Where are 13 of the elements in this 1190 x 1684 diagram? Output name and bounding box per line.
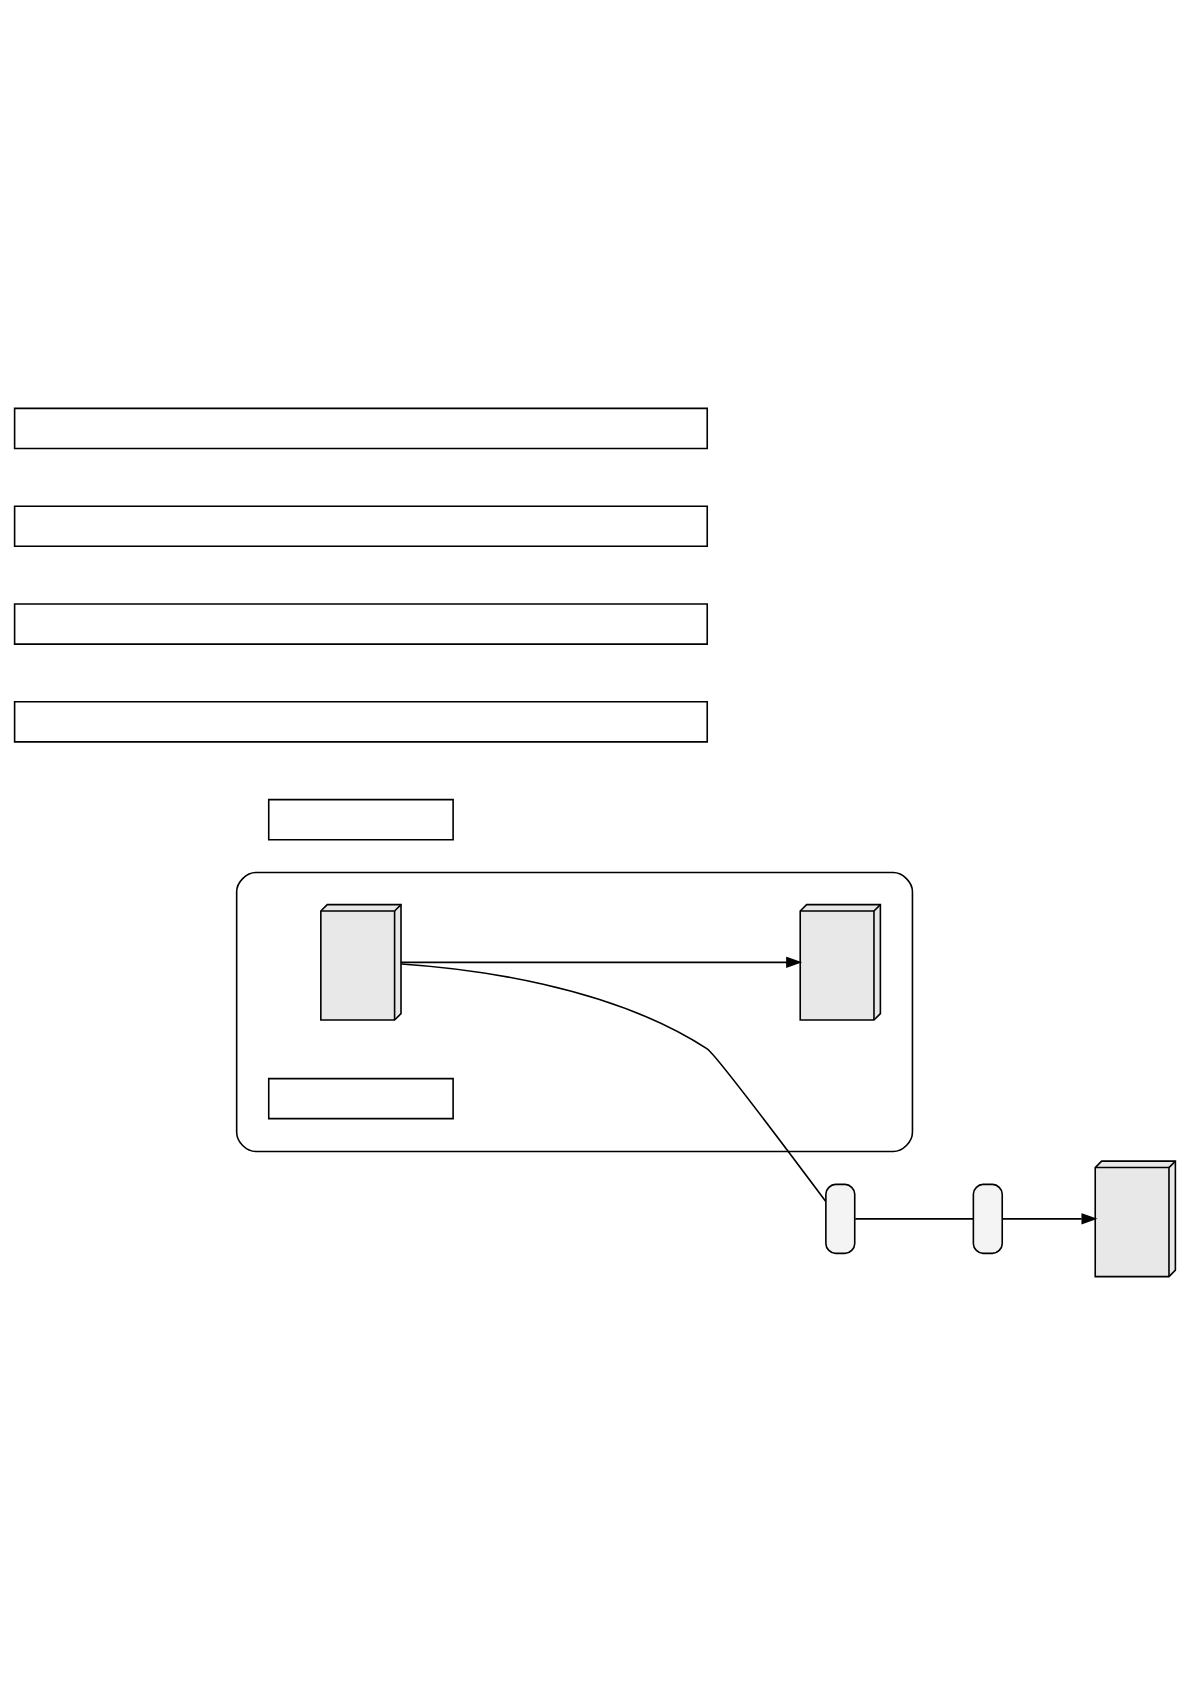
cluster <box>235 871 914 1152</box>
node-box <box>267 798 454 840</box>
node-box <box>13 602 709 645</box>
arrow <box>1001 1212 1098 1224</box>
connector <box>854 1217 975 1220</box>
connector <box>400 962 827 1202</box>
node-router <box>825 1183 856 1254</box>
node-box <box>13 700 709 743</box>
node-router <box>972 1183 1004 1254</box>
node-box <box>13 504 709 547</box>
node-box <box>13 407 709 449</box>
arrow <box>400 956 803 968</box>
node-box <box>267 1077 454 1119</box>
